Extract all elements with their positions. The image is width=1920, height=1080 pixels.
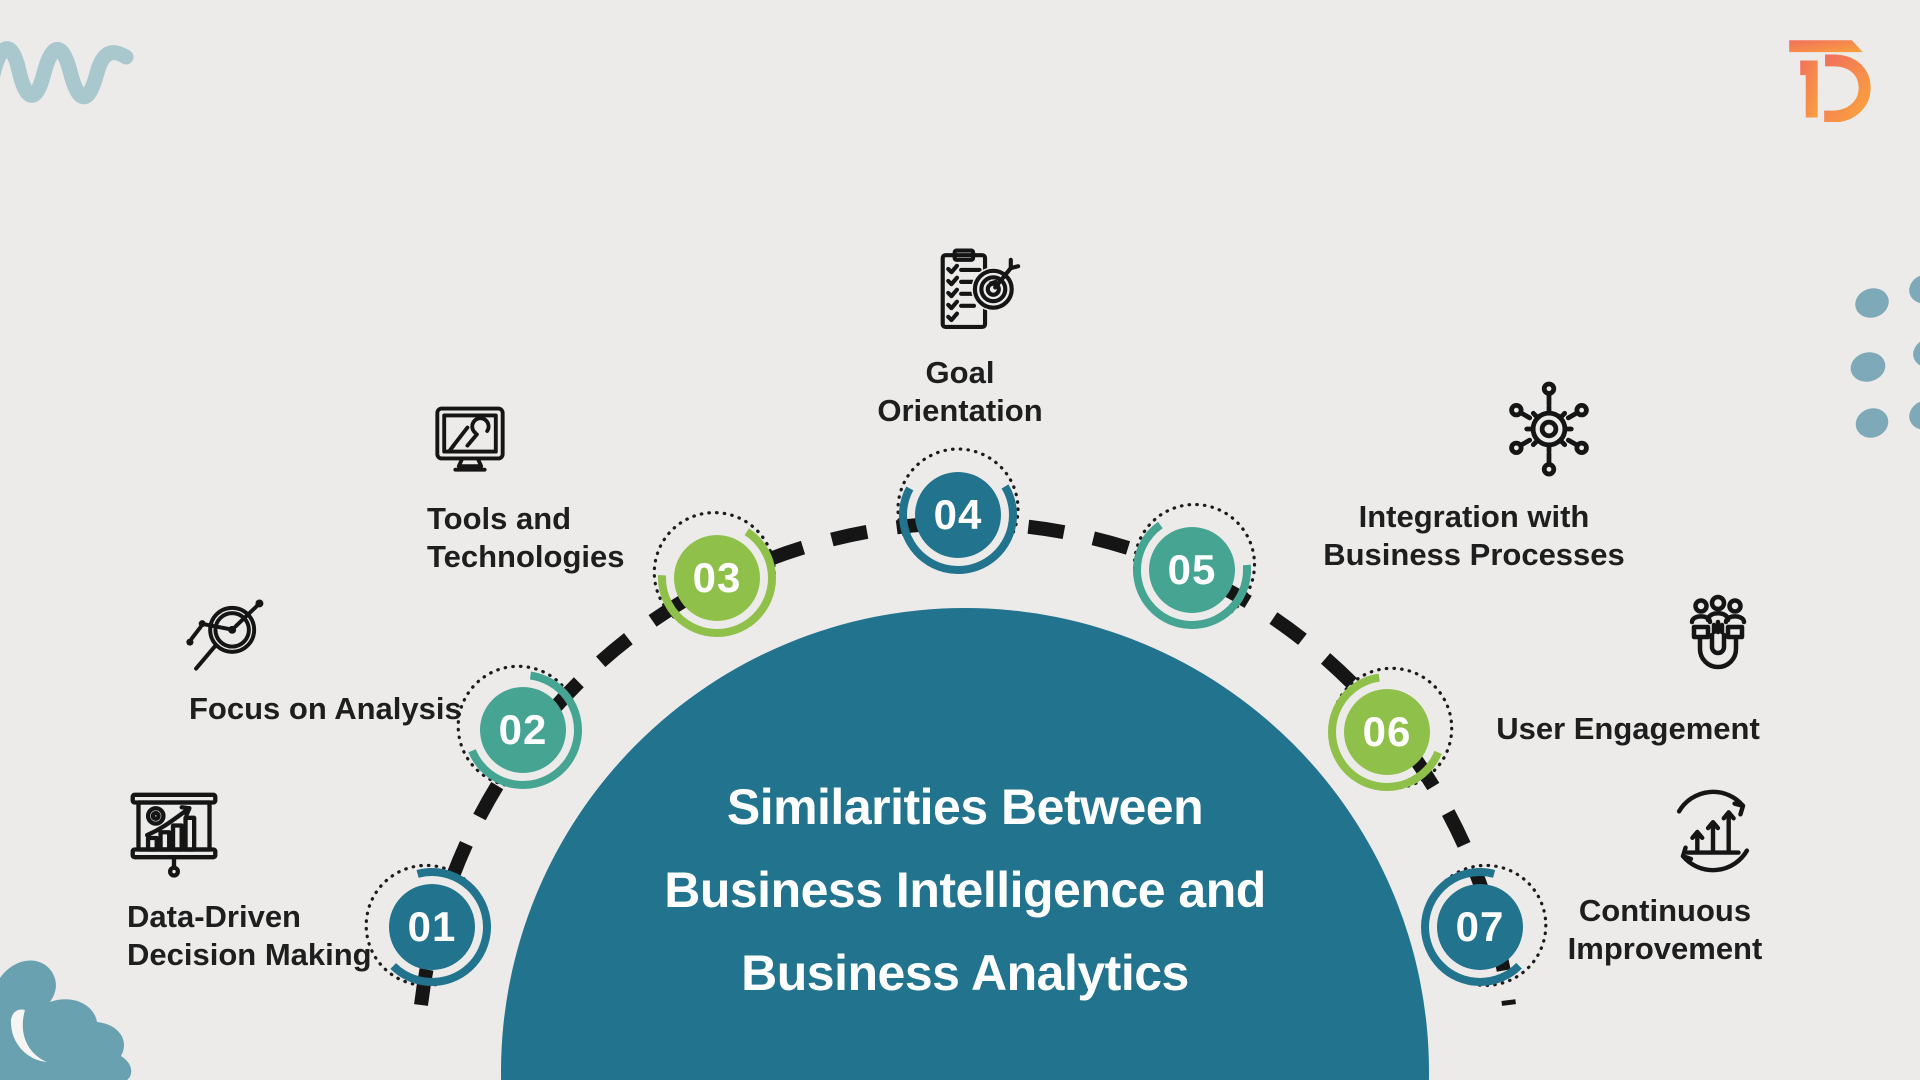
node-disc — [1344, 689, 1430, 775]
node-04: 04 — [888, 445, 1028, 585]
progress-arc — [464, 671, 582, 789]
node-label-user-engagement: User Engagement — [1496, 711, 1760, 746]
node-number: 07 — [1455, 903, 1505, 950]
node-number: 01 — [407, 903, 457, 950]
monitor-tools-icon — [435, 406, 505, 472]
node-label-data-driven: Data-Driven Decision Making — [127, 899, 372, 972]
magnifier-analysis-icon — [186, 599, 264, 671]
node-number: 04 — [933, 491, 983, 538]
presentation-chart-icon — [130, 792, 218, 878]
node-01: 01 — [362, 857, 502, 997]
node-disc — [480, 687, 566, 773]
node-disc — [389, 884, 475, 970]
node-label-goal-orientation: Goal Orientation — [877, 355, 1043, 428]
logo-d-bowl — [1824, 54, 1871, 122]
progress-arc — [899, 456, 1017, 574]
node-disc — [1437, 884, 1523, 970]
dots-decoration — [1850, 275, 1920, 438]
progress-arc — [1421, 868, 1539, 986]
node-label-tools-technologies: Tools and Technologies — [427, 501, 625, 574]
node-05: 05 — [1122, 500, 1262, 640]
node-number: 03 — [692, 554, 742, 601]
gear-network-icon — [1509, 381, 1589, 477]
logo-t-stem — [1800, 60, 1818, 118]
logo-top-bar — [1789, 40, 1863, 53]
progress-arc — [373, 868, 491, 986]
node-07: 07 — [1410, 857, 1550, 997]
node-number: 02 — [498, 706, 548, 753]
node-label-focus-analysis: Focus on Analysis — [189, 691, 462, 726]
node-number: 06 — [1362, 708, 1412, 755]
blob-decoration — [0, 960, 132, 1080]
node-label-integration: Integration with Business Processes — [1323, 499, 1625, 572]
cycle-growth-icon — [1676, 789, 1750, 873]
brand-logo — [1789, 40, 1871, 122]
node-disc — [915, 472, 1001, 558]
squiggle-decoration — [0, 41, 134, 105]
node-02: 02 — [453, 660, 593, 800]
node-03: 03 — [647, 508, 787, 648]
node-label-continuous-improvement: Continuous Improvement — [1567, 893, 1763, 966]
title-line: Business Analytics — [741, 945, 1189, 1001]
node-number: 05 — [1167, 546, 1217, 593]
magnet-people-icon — [1689, 594, 1747, 670]
node-06: 06 — [1317, 662, 1457, 802]
node-disc — [674, 535, 760, 621]
title-line: Similarities Between — [726, 779, 1204, 835]
clipboard-target-icon — [940, 248, 1021, 330]
title-line: Business Intelligence and — [664, 862, 1266, 918]
page-title: Similarities Between Business Intelligen… — [565, 766, 1365, 1015]
node-disc — [1149, 527, 1235, 613]
